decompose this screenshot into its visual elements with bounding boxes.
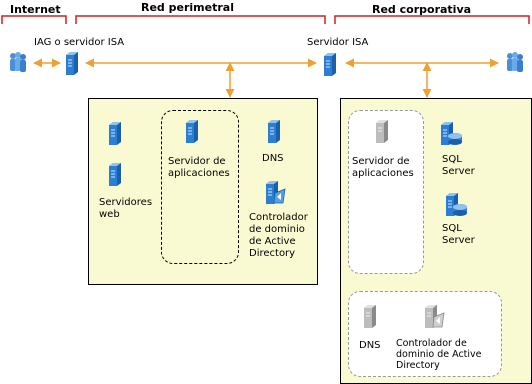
database-server-icon-2: [446, 193, 467, 216]
app-server-group-perimeter: [161, 110, 239, 264]
users-icon-corporate: [507, 52, 523, 72]
server-icon-dns-perimeter: [267, 119, 281, 144]
server-icon-app-perimeter: [185, 119, 199, 144]
label-web-servers: Servidores web: [99, 197, 153, 220]
label-ad-controller-corporate: Controlador de dominio de Active Directo…: [396, 338, 482, 371]
label-dns-perimeter: DNS: [262, 153, 284, 164]
server-icon-isa: [323, 52, 337, 77]
label-app-server-perimeter: Servidor de aplicaciones: [168, 156, 230, 179]
server-icon-web-2: [108, 162, 122, 187]
zone-label-corporate: Red corporativa: [372, 3, 472, 16]
label-sql-server-2: SQL Server: [442, 223, 475, 246]
zone-label-perimeter: Red perimetral: [141, 1, 234, 14]
domain-controller-icon-corporate: [425, 305, 444, 328]
zone-label-internet: Internet: [10, 3, 61, 16]
label-sql-server-1: SQL Server: [442, 154, 475, 177]
label-app-server-corporate: Servidor de aplicaciones: [352, 156, 414, 179]
internet-bracket: [1, 15, 67, 24]
app-server-group-corporate: [348, 110, 424, 274]
label-isa: Servidor ISA: [307, 37, 369, 48]
users-icon-internet: [10, 52, 26, 72]
label-ad-controller-perimeter: Controlador de dominio de Active Directo…: [249, 212, 308, 259]
label-dns-corporate: DNS: [359, 340, 381, 351]
server-icon-iag: [65, 51, 79, 76]
dns-ad-group-corporate: [348, 291, 502, 377]
database-server-icon-1: [441, 122, 462, 145]
perimeter-bracket: [75, 15, 326, 24]
server-icon-app-corporate: [375, 119, 389, 144]
label-iag-isa: IAG o servidor ISA: [34, 37, 125, 48]
corporate-bracket: [334, 15, 530, 24]
domain-controller-icon-perimeter: [266, 181, 285, 204]
server-icon-dns-corporate: [363, 304, 377, 329]
server-icon-web-1: [108, 121, 122, 146]
